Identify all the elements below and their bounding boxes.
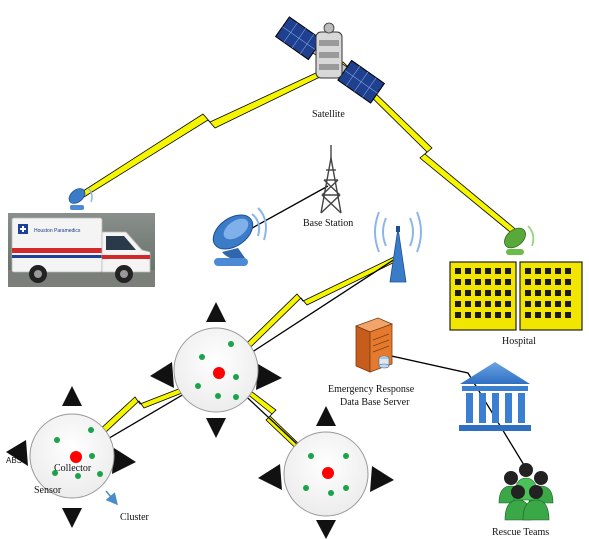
satellite-dish-icon	[212, 207, 267, 266]
collector-node	[70, 451, 82, 463]
collector-label: Collector	[54, 463, 92, 474]
cluster-arrow-left	[6, 440, 28, 466]
sensor-node	[75, 473, 81, 479]
cluster-pointer-arrow	[105, 490, 118, 506]
abs-label: ABS	[6, 456, 22, 465]
base-station-label: Base Station	[303, 218, 353, 229]
cluster-arrow-down	[62, 508, 82, 528]
collector-node	[213, 367, 225, 379]
people-group-icon	[498, 463, 554, 521]
sensor-node	[343, 485, 349, 491]
ambulance-dish-icon	[68, 187, 93, 210]
cluster-label: Cluster	[120, 512, 150, 523]
sensor-node	[52, 470, 58, 476]
cluster-arrow-up	[62, 386, 82, 406]
hospital-building-icon	[449, 261, 583, 331]
ambulance-text: Houston Paramedics	[34, 228, 81, 234]
sensor-node	[88, 427, 94, 433]
database-server-icon	[354, 317, 394, 373]
cluster-arrow-right	[112, 448, 136, 474]
sensor-node	[54, 437, 60, 443]
sensor-node	[195, 383, 201, 389]
sensor-node	[199, 354, 205, 360]
cluster-arrow-right	[370, 466, 394, 492]
line-server-rescue	[377, 352, 528, 471]
cluster-arrow-up	[316, 406, 336, 426]
sensor-node	[233, 374, 239, 380]
cluster-arrow-down	[206, 418, 226, 438]
sensor-node	[89, 453, 95, 459]
sensor-cluster-top	[150, 302, 282, 438]
satellite-icon	[274, 16, 386, 104]
radio-tower-icon	[320, 145, 342, 214]
cluster-arrow-down	[316, 520, 336, 539]
sensor-node	[303, 485, 309, 491]
cluster-arrow-up	[206, 302, 226, 322]
sensor-cluster-right	[258, 406, 394, 539]
sensor-node	[215, 393, 221, 399]
satellite-label: Satellite	[312, 109, 345, 120]
sensor-node	[97, 471, 103, 477]
rescue-teams-label: Rescue Teams	[492, 527, 549, 538]
hospital-dish-icon	[504, 225, 535, 255]
sensor-node	[308, 453, 314, 459]
collector-node	[322, 467, 334, 479]
wireless-antenna-icon	[374, 211, 422, 283]
government-building-icon	[459, 362, 531, 431]
cluster-arrow-right	[256, 364, 282, 390]
sensor-node	[228, 341, 234, 347]
cluster-arrow-left	[150, 362, 174, 388]
sensor-cluster-left	[6, 386, 136, 528]
sensor-label: Sensor	[34, 485, 62, 496]
link-satellite-ambulance	[79, 71, 323, 198]
server-label-line1: Emergency Response	[328, 384, 415, 395]
sensor-node	[233, 394, 239, 400]
hospital-label: Hospital	[502, 336, 536, 347]
ambulance-icon: Houston Paramedics	[8, 213, 155, 287]
server-label-line2: Data Base Server	[340, 397, 410, 408]
sensor-node	[328, 490, 334, 496]
cluster-arrow-left	[258, 464, 282, 490]
sensor-node	[343, 453, 349, 459]
